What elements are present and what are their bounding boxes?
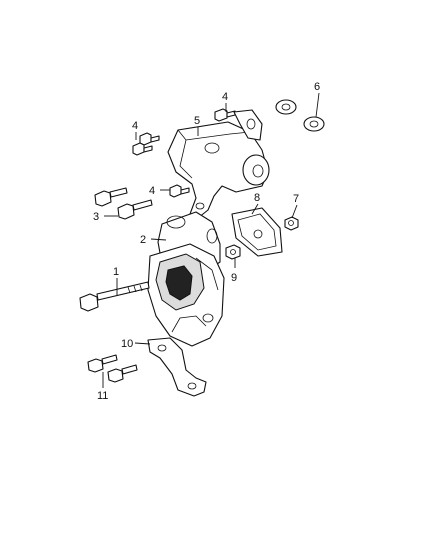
callout-11: 11 xyxy=(97,390,108,402)
callout-4-mid: 4 xyxy=(149,185,155,197)
part-6-washers xyxy=(275,99,325,132)
callout-7: 7 xyxy=(293,193,299,205)
part-3-bolts xyxy=(94,187,153,220)
callout-6: 6 xyxy=(314,81,320,93)
callout-5: 5 xyxy=(194,115,200,127)
callout-8: 8 xyxy=(254,192,260,204)
callout-4-top: 4 xyxy=(222,91,228,103)
callout-1: 1 xyxy=(113,266,119,278)
part-2-mount xyxy=(147,211,225,347)
part-4-bolts xyxy=(132,108,236,198)
callout-numbers: 1 2 3 4 4 4 5 6 7 8 9 10 11 xyxy=(93,81,320,402)
callout-3: 3 xyxy=(93,211,99,223)
part-10-lower-bracket xyxy=(147,337,207,397)
part-8-plate xyxy=(231,207,283,257)
callout-2: 2 xyxy=(140,234,146,246)
part-7-nut xyxy=(284,216,299,231)
part-9-nut xyxy=(225,244,241,260)
part-1-long-bolt xyxy=(79,281,150,312)
part-11-bolts xyxy=(87,354,138,383)
callout-4-left: 4 xyxy=(132,120,138,132)
callout-9: 9 xyxy=(231,272,237,284)
part-5-upper-bracket xyxy=(167,109,270,219)
callout-10: 10 xyxy=(121,338,133,350)
leader-lines xyxy=(102,92,320,388)
